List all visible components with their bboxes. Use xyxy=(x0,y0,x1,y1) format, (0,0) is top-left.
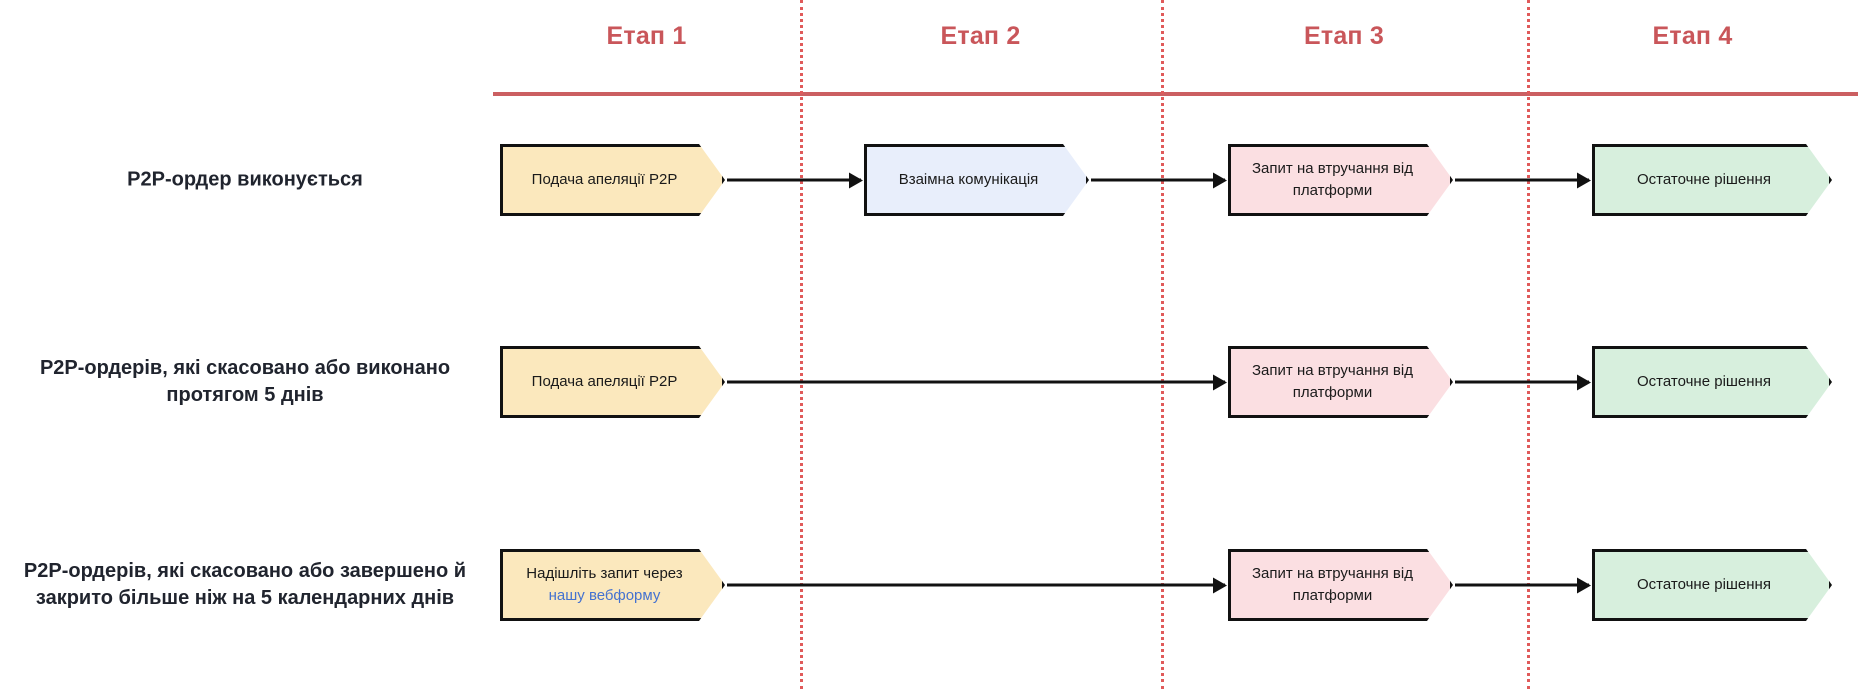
node-row1-stage4[interactable]: Остаточне рішення xyxy=(1592,144,1832,216)
flow-row-3: P2P-ордерів, які скасовано або завершено… xyxy=(0,545,1858,625)
node-row1-stage2-label: Взаімна комунікація xyxy=(898,170,1039,188)
webform-link[interactable]: нашу вебформу xyxy=(548,587,661,604)
node-row3-stage3[interactable]: Запит на втручання від платформи xyxy=(1228,549,1453,621)
arrow-row1-3to4 xyxy=(1455,178,1589,182)
node-row2-stage4-label: Остаточне рішення xyxy=(1637,372,1771,390)
row-label-2: P2P-ордерів, які скасовано або виконано … xyxy=(39,357,451,406)
flow-row-1: P2P-ордер виконується Подача апеляції P2… xyxy=(0,140,1858,220)
row-label-3: P2P-ордерів, які скасовано або завершено… xyxy=(23,560,467,609)
node-row1-stage1[interactable]: Подача апеляції P2P xyxy=(500,144,725,216)
node-row1-stage3-label: Запит на втручання від платформи xyxy=(1252,159,1413,199)
node-row1-stage3[interactable]: Запит на втручання від платформи xyxy=(1228,144,1453,216)
stage-header-4: Етап 4 xyxy=(1652,22,1733,50)
node-row3-stage1-text: Надішліть запит через xyxy=(526,564,683,582)
node-row1-stage2[interactable]: Взаімна комунікація xyxy=(864,144,1089,216)
node-row3-stage4-label: Остаточне рішення xyxy=(1637,575,1771,593)
flow-row-2: P2P-ордерів, які скасовано або виконано … xyxy=(0,342,1858,422)
node-row2-stage1[interactable]: Подача апеляції P2P xyxy=(500,346,725,418)
arrow-row3-1to3 xyxy=(727,583,1225,587)
stage-header-rule xyxy=(493,92,1858,96)
row-label-1: P2P-ордер виконується xyxy=(127,168,363,191)
node-row3-stage4[interactable]: Остаточне рішення xyxy=(1592,549,1832,621)
node-row3-stage3-label: Запит на втручання від платформи xyxy=(1252,564,1413,604)
node-row3-stage1-label: Надішліть запит через нашу вебформу xyxy=(517,563,692,608)
node-row3-stage1[interactable]: Надішліть запит через нашу вебформу xyxy=(500,549,725,621)
stage-header-1: Етап 1 xyxy=(606,22,687,50)
stage-divider-1 xyxy=(800,0,803,689)
stage-header-2: Етап 2 xyxy=(940,22,1021,50)
arrow-row1-1to2 xyxy=(727,178,861,182)
node-row2-stage4[interactable]: Остаточне рішення xyxy=(1592,346,1832,418)
arrow-row1-2to3 xyxy=(1091,178,1225,182)
arrow-row3-3to4 xyxy=(1455,583,1589,587)
stage-header-3: Етап 3 xyxy=(1304,22,1384,50)
stage-divider-3 xyxy=(1527,0,1530,689)
node-row2-stage3-label: Запит на втручання від платформи xyxy=(1252,361,1413,401)
arrow-row2-1to3 xyxy=(727,380,1225,384)
arrow-row2-3to4 xyxy=(1455,380,1589,384)
stage-header-band: Етап 1 Етап 2 Етап 3 Етап 4 xyxy=(0,0,1858,95)
node-row2-stage3[interactable]: Запит на втручання від платформи xyxy=(1228,346,1453,418)
node-row2-stage1-label: Подача апеляції P2P xyxy=(531,372,678,390)
node-row1-stage4-label: Остаточне рішення xyxy=(1637,170,1771,188)
stage-divider-2 xyxy=(1161,0,1164,689)
node-row1-stage1-label: Подача апеляції P2P xyxy=(531,170,678,188)
